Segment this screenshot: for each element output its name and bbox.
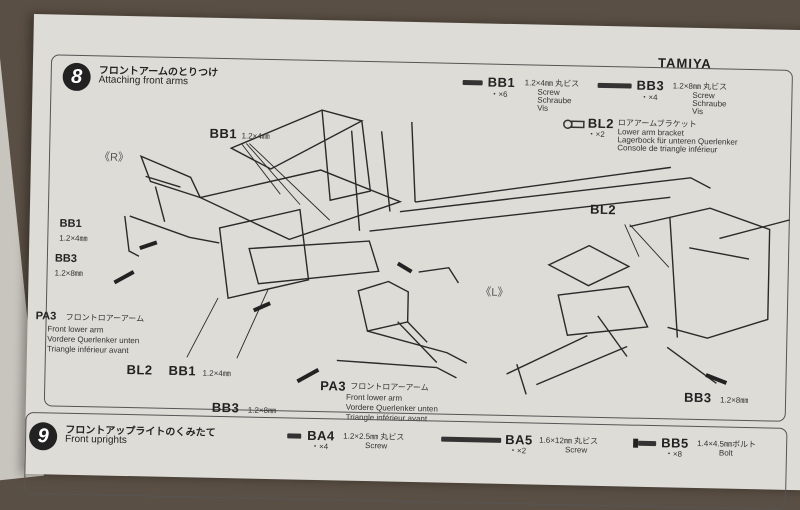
callout-bl2-right: BL2 (589, 201, 617, 218)
part-qty-bb5: ・×8 (664, 449, 683, 459)
part-desc-ba5: Screw (564, 445, 588, 455)
callout-bb3-bottom-dim: 1.2×8㎜ (247, 405, 277, 416)
callout-bb1-bottom: BB1 (168, 362, 197, 379)
callout-bb3-right: BB3 (683, 389, 712, 406)
callout-pa3-bottom: PA3 (320, 378, 347, 394)
callout-pa3-left-jp: フロントロアーアーム (65, 312, 145, 324)
lower-arm-bracket-icon (563, 119, 585, 129)
callout-bb3-left: BB3 (54, 252, 78, 265)
front-arm-assembly-diagram (113, 109, 791, 395)
part-code-bb3: BB3 (636, 77, 665, 94)
part-code-bb1: BB1 (487, 74, 516, 91)
parts-list-step9: BA4 1.2×2.5㎜ 丸ビス ・×4 Screw BA5 1.6×12㎜ 丸… (34, 14, 800, 459)
callout-bb1-left-dim: 1.2×4㎜ (59, 233, 88, 244)
callout-pa3-bottom-jp: フロントロアーアーム (350, 381, 429, 393)
callout-pa3-left-line3: Triangle inférieur avant (46, 344, 129, 356)
callout-bb1-top-dim: 1.2×4㎜ (241, 131, 270, 141)
callout-bb1-bottom-dim: 1.2×4㎜ (202, 368, 231, 379)
part-desc-ba4: Screw (364, 441, 388, 451)
parts-list-step8: BB1 1.2×4㎜ 丸ビス ・×6 Screw Schraube Vis BB… (34, 14, 800, 154)
part-qty-ba4: ・×4 (310, 441, 329, 452)
callout-pa3-bottom-line2: Vordere Querlenker unten (345, 402, 438, 414)
screw-bb3-icon (597, 82, 632, 89)
bolt-bb5-icon (638, 440, 657, 447)
part-qty-ba5: ・×2 (508, 446, 527, 456)
callout-bb1-top: BB1 (209, 125, 238, 142)
side-label-right: 《R》 (98, 151, 130, 165)
screw-ba4-icon (287, 433, 302, 439)
manual-page: TAMIYA 8 フロントアームのとりつけ Attaching front ar… (23, 14, 800, 510)
callout-pa3-left: PA3 (35, 310, 57, 323)
callout-pa3-left-line1: Front lower arm (47, 324, 104, 335)
callout-pa3-left-line2: Vordere Querlenker unten (47, 334, 140, 346)
screw-bb1-icon (462, 79, 483, 86)
callout-bb3-right-dim: 1.2×8㎜ (719, 395, 749, 406)
callout-bb3-bottom: BB3 (211, 399, 240, 416)
callout-pa3-bottom-line1: Front lower arm (345, 392, 403, 403)
callout-bl2-bottom: BL2 (126, 362, 153, 378)
side-label-left: 《L》 (480, 286, 509, 299)
callout-bb3-left-dim: 1.2×8㎜ (54, 268, 83, 279)
step-9-title-en: Front uprights (64, 433, 127, 447)
callout-bb1-left: BB1 (59, 217, 82, 231)
part-desc-bb5: Bolt (718, 448, 733, 458)
